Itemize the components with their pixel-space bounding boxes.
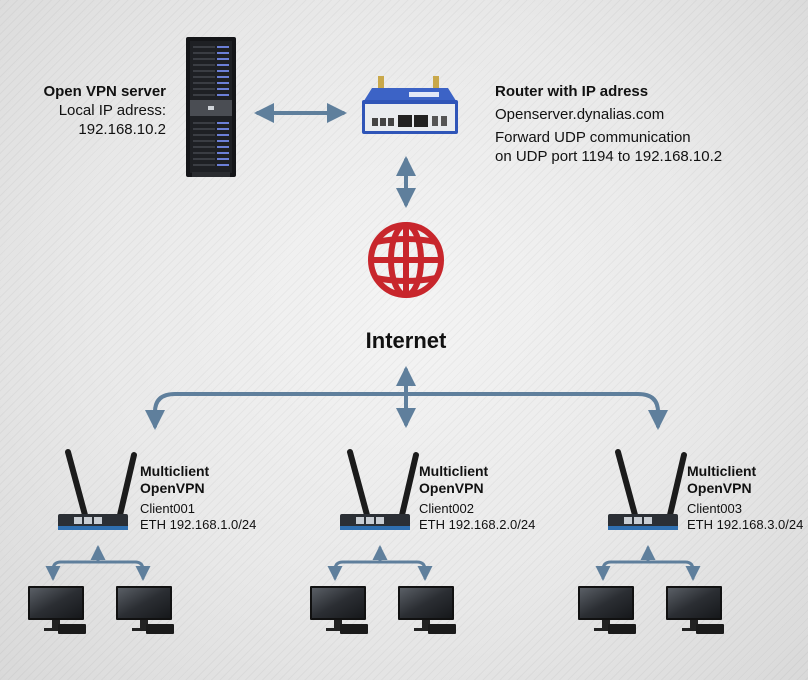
client-title-line2: OpenVPN [687,480,752,496]
client-name: Client001 [140,501,195,516]
client-label-1: Multiclient OpenVPN Client001 ETH 192.16… [140,463,290,533]
server-label: Open VPN server Local IP adress: 192.168… [20,82,166,139]
client-lan-arrows [595,545,701,581]
router-host: Openserver.dynalias.com [495,106,665,123]
client-eth: ETH 192.168.2.0/24 [419,517,536,532]
server-ip: 192.168.10.2 [78,121,166,138]
router-icon [362,76,458,134]
client-eth: ETH 192.168.3.0/24 [687,517,804,532]
router-label: Router with IP adress Openserver.dynalia… [495,82,795,166]
client-lan-arrows [45,545,151,581]
connection-arrows [145,103,668,430]
client-title-line1: Multiclient [140,463,210,479]
router-title: Router with IP adress [495,83,649,100]
monitor-icon [310,586,368,634]
client-label-2: Multiclient OpenVPN Client002 ETH 192.16… [419,463,569,533]
monitor-icon [578,586,636,634]
client-router-icon [58,449,137,530]
internet-label: Internet [365,328,447,353]
client-router-icon [340,449,419,530]
client-label-3: Multiclient OpenVPN Client003 ETH 192.16… [687,463,805,533]
server-ip-caption: Local IP adress: [58,102,166,119]
monitor-icon [398,586,456,634]
client-lan-arrows [327,545,433,581]
client-group-2 [310,449,456,634]
client-eth: ETH 192.168.1.0/24 [140,517,257,532]
router-forward-line1: Forward UDP communication [495,129,691,146]
server-title: Open VPN server [43,83,166,100]
client-router-icon [608,449,687,530]
router-forward-line2: on UDP port 1194 to 192.168.10.2 [495,148,723,165]
client-group-3 [578,449,724,634]
monitor-icon [666,586,724,634]
client-title-line1: Multiclient [419,463,489,479]
monitor-icon [116,586,174,634]
monitor-icon [28,586,86,634]
client-group-1 [28,449,174,634]
client-name: Client003 [687,501,742,516]
server-rack-icon [186,37,236,177]
client-title-line2: OpenVPN [419,480,484,496]
client-title-line2: OpenVPN [140,480,205,496]
internet-globe-icon [368,222,444,298]
client-title-line1: Multiclient [687,463,757,479]
client-name: Client002 [419,501,474,516]
